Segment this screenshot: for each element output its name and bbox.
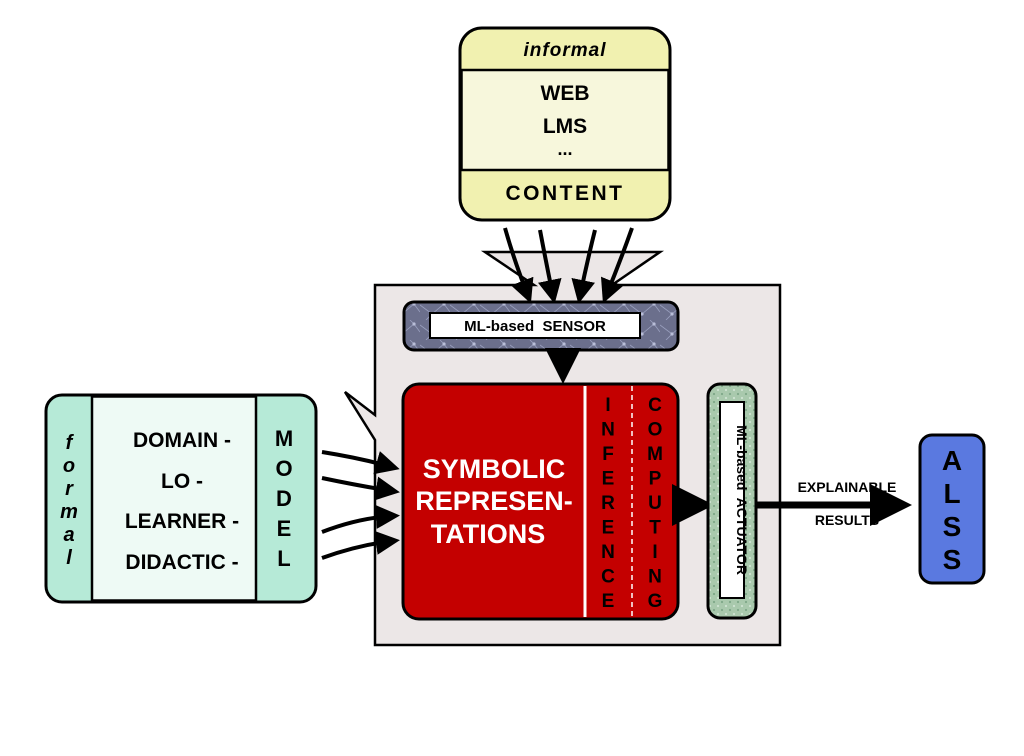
computing-letter-4: U bbox=[648, 493, 662, 514]
alss-letter-3: S bbox=[943, 544, 962, 575]
formal-letter-2: r bbox=[65, 478, 74, 500]
content-arrow-3 bbox=[571, 229, 597, 304]
inference-letter-2: F bbox=[602, 444, 614, 465]
inference-letter-6: N bbox=[601, 542, 615, 563]
content-item-lms: LMS bbox=[543, 115, 587, 138]
formal-letter-3: m bbox=[60, 501, 78, 523]
formal-letter-5: l bbox=[66, 547, 72, 569]
model-letter-1: O bbox=[275, 456, 292, 481]
content-arrows bbox=[503, 227, 634, 304]
computing-letter-7: N bbox=[648, 567, 662, 588]
formal-label: formal bbox=[60, 432, 78, 569]
results-label-line-2: RESULTS bbox=[815, 512, 879, 528]
content-arrow-4 bbox=[600, 227, 634, 304]
model-item-lo: LO - bbox=[161, 470, 203, 493]
model-box: formal DOMAIN - LO - LEARNER - DIDACTIC … bbox=[44, 393, 318, 604]
inference-letter-8: E bbox=[602, 591, 615, 612]
sensor-label: ML-based SENSOR bbox=[464, 318, 606, 335]
computing-letter-1: O bbox=[648, 420, 663, 441]
model-letter-4: L bbox=[277, 546, 290, 571]
computing-letter-2: M bbox=[647, 444, 663, 465]
alss-letter-0: A bbox=[942, 445, 962, 476]
alss-letter-1: L bbox=[943, 478, 960, 509]
model-arrow-4 bbox=[321, 530, 400, 560]
model-item-learner: LEARNER - bbox=[125, 510, 239, 533]
content-box: informal WEB LMS ... CONTENT bbox=[458, 26, 672, 222]
ml-actuator: ML-based ACTUATOR bbox=[706, 382, 758, 620]
content-header: informal bbox=[524, 40, 607, 61]
core-title-line-1: SYMBOLIC bbox=[423, 454, 566, 484]
model-arrow-2 bbox=[321, 476, 400, 501]
model-arrow-3 bbox=[321, 504, 400, 534]
content-footer: CONTENT bbox=[506, 182, 625, 205]
ml-sensor: ML-based SENSOR bbox=[402, 300, 680, 352]
core-title-line-3: TATIONS bbox=[431, 519, 546, 549]
computing-letter-6: I bbox=[652, 542, 657, 563]
computing-letter-8: G bbox=[648, 591, 663, 612]
model-item-didactic: DIDACTIC - bbox=[125, 551, 238, 574]
results-label-line-1: EXPLAINABLE bbox=[798, 479, 897, 495]
computing-letter-0: C bbox=[648, 395, 662, 416]
content-arrow-1 bbox=[503, 227, 534, 304]
formal-letter-4: a bbox=[63, 524, 74, 546]
computing-letter-5: T bbox=[649, 518, 661, 539]
model-letter-2: D bbox=[276, 486, 292, 511]
alss-letter-2: S bbox=[943, 511, 962, 542]
model-item-domain: DOMAIN - bbox=[133, 429, 231, 452]
formal-letter-0: f bbox=[66, 432, 75, 454]
content-arrow-2 bbox=[538, 229, 562, 304]
actuator-label: ML-based ACTUATOR bbox=[734, 425, 750, 575]
inference-letter-4: R bbox=[601, 493, 615, 514]
inference-letter-5: E bbox=[602, 518, 615, 539]
core-title-line-2: REPRESEN- bbox=[415, 486, 573, 516]
model-arrow-1 bbox=[321, 450, 400, 475]
content-item-web: WEB bbox=[541, 82, 590, 105]
inference-letter-7: C bbox=[601, 567, 615, 588]
model-arrows bbox=[321, 450, 400, 560]
inference-letter-0: I bbox=[605, 395, 610, 416]
computing-letter-3: P bbox=[649, 469, 662, 490]
model-letter-3: E bbox=[277, 516, 292, 541]
inference-letter-3: E bbox=[602, 469, 615, 490]
formal-letter-1: o bbox=[63, 455, 75, 477]
model-letter-0: M bbox=[275, 426, 293, 451]
content-item-ellipsis: ... bbox=[557, 139, 572, 159]
inference-letter-1: N bbox=[601, 420, 615, 441]
